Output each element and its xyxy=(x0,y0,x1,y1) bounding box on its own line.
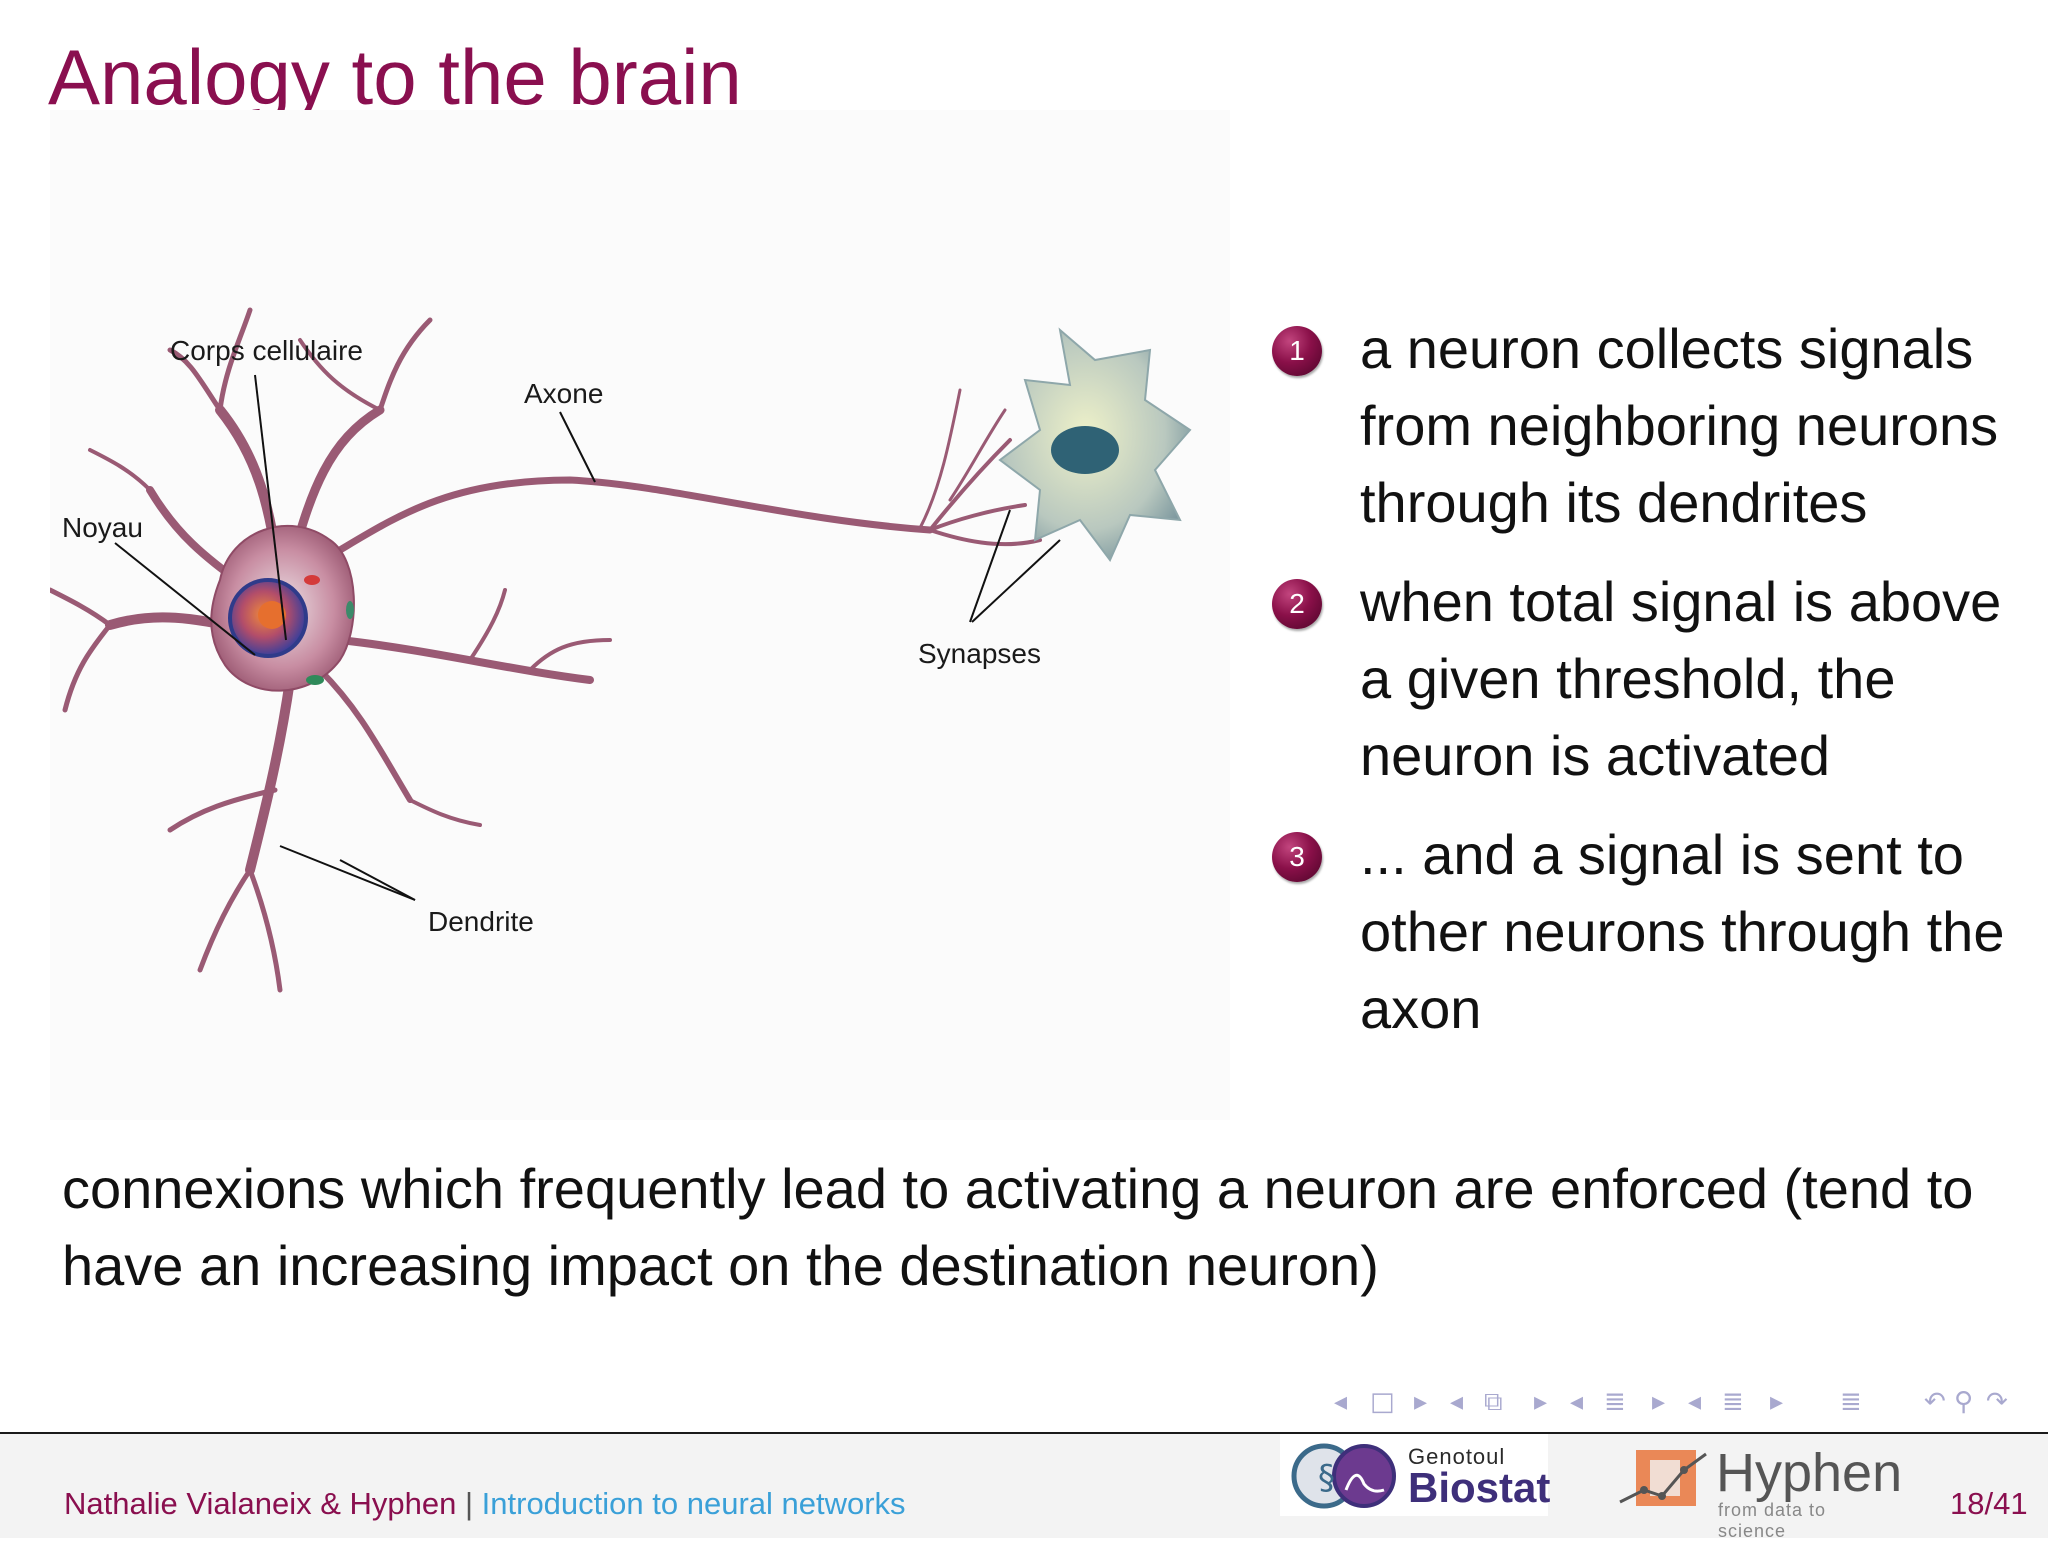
footer-author: Nathalie Vialaneix & Hyphen xyxy=(64,1486,457,1521)
footer-separator: | xyxy=(464,1486,474,1521)
nav-next-icon[interactable]: ▸ xyxy=(1770,1387,1784,1417)
conclusion-text: connexions which frequently lead to acti… xyxy=(62,1157,1974,1297)
list-item: 2 when total signal is above a given thr… xyxy=(1268,563,2028,794)
list-item: 3 ... and a signal is sent to other neur… xyxy=(1268,816,2028,1047)
frame-icon[interactable]: ⧉ xyxy=(1484,1387,1503,1417)
item-number-badge: 1 xyxy=(1272,326,1322,376)
neuron-figure: Corps cellulaire Axone Noyau Synapses De… xyxy=(50,110,1230,1120)
hyphen-emblem-icon xyxy=(1619,1450,1707,1506)
search-icon[interactable]: ⚲ xyxy=(1954,1387,1974,1417)
nav-next-icon[interactable]: ▸ xyxy=(1652,1387,1666,1417)
genotoul-emblem-icon: § xyxy=(1291,1443,1396,1509)
label-noyau: Noyau xyxy=(62,512,143,543)
undo-icon[interactable]: ↶ xyxy=(1924,1387,1946,1417)
enumerated-list: 1 a neuron collects signals from neighbo… xyxy=(1268,310,2028,1069)
section-icon[interactable]: ≣ xyxy=(1722,1387,1744,1417)
genotoul-biostat-logo: § Genotoul Biostat xyxy=(1280,1434,1551,1516)
svg-text:§: § xyxy=(1318,1458,1335,1498)
biostat-text: Biostat xyxy=(1408,1464,1551,1511)
toc-icon[interactable]: ≣ xyxy=(1840,1387,1862,1417)
label-corps-cellulaire: Corps cellulaire xyxy=(170,335,363,366)
list-item: 1 a neuron collects signals from neighbo… xyxy=(1268,310,2028,541)
nav-prev-icon[interactable]: ◂ xyxy=(1570,1387,1584,1417)
nav-next-icon[interactable]: ▸ xyxy=(1414,1387,1428,1417)
list-item-text: a neuron collects signals from neighbori… xyxy=(1360,317,1999,534)
slide-icon[interactable]: □ xyxy=(1370,1387,1395,1417)
footer-credits: Nathalie Vialaneix & Hyphen | Introducti… xyxy=(64,1486,906,1522)
nav-prev-icon[interactable]: ◂ xyxy=(1450,1387,1464,1417)
footer-talk-title[interactable]: Introduction to neural networks xyxy=(481,1486,906,1521)
footer: Nathalie Vialaneix & Hyphen | Introducti… xyxy=(0,1432,2048,1541)
hyphen-text: Hyphen xyxy=(1716,1443,1903,1503)
subsection-icon[interactable]: ≣ xyxy=(1604,1387,1626,1417)
nav-next-icon[interactable]: ▸ xyxy=(1534,1387,1548,1417)
nav-prev-icon[interactable]: ◂ xyxy=(1334,1387,1348,1417)
label-dendrite: Dendrite xyxy=(428,906,534,937)
redo-icon[interactable]: ↷ xyxy=(1986,1387,2008,1417)
neuron-illustration xyxy=(50,307,1192,993)
list-item-text: when total signal is above a given thres… xyxy=(1360,570,2002,787)
item-number-badge: 3 xyxy=(1272,832,1322,882)
nav-prev-icon[interactable]: ◂ xyxy=(1688,1387,1702,1417)
beamer-navigation-bar: ◂ □ ▸ ◂ ⧉ ▸ ◂ ≣ ▸ ◂ ≣ ▸ ≣ ↶ ⚲ ↷ xyxy=(1334,1386,2034,1418)
slide-title: Analogy to the brain xyxy=(48,33,742,121)
list-item-text: ... and a signal is sent to other neuron… xyxy=(1360,823,2005,1040)
genotoul-text: Genotoul xyxy=(1408,1444,1506,1469)
label-axone: Axone xyxy=(524,378,604,409)
item-number-badge: 2 xyxy=(1272,579,1322,629)
page-number: 18/41 xyxy=(1950,1486,2028,1521)
label-synapses: Synapses xyxy=(918,638,1041,669)
hyphen-logo: Hyphen from data to science xyxy=(1614,1440,1902,1541)
